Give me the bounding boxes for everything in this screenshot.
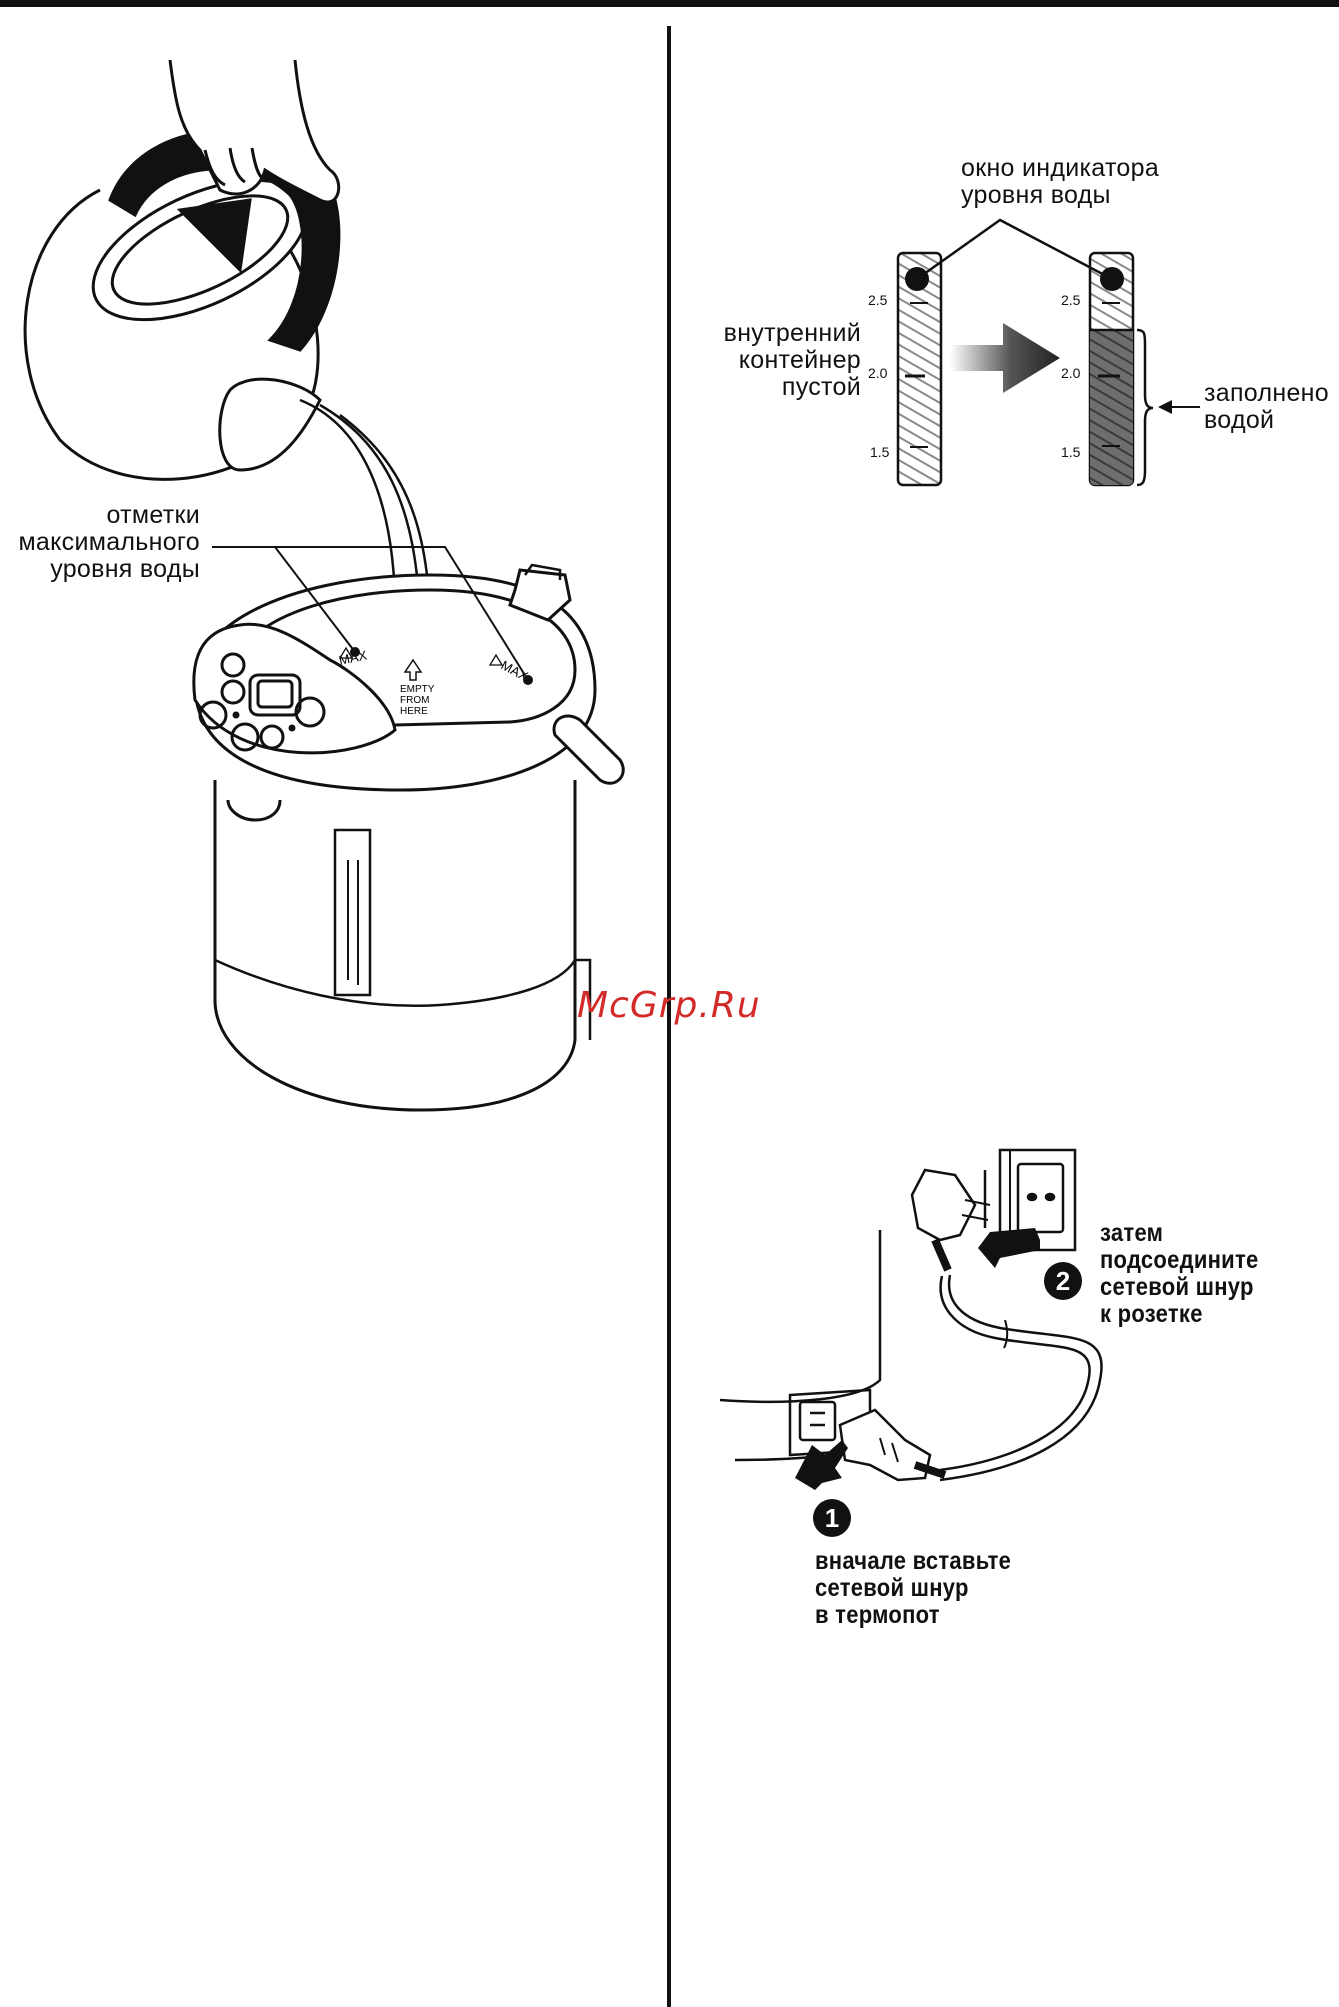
empty-container-label: внутренний контейнер пустой: [680, 320, 861, 401]
filled-label-line2: водой: [1204, 407, 1329, 434]
thermopot-illustration: [194, 565, 623, 1110]
step-2-badge: 2: [1044, 1262, 1082, 1300]
empty-label-line1: внутренний: [680, 320, 861, 347]
tick-label-2-0-right: 2.0: [1061, 366, 1080, 380]
filled-label-line1: заполнено: [1204, 380, 1329, 407]
step-2-line3: сетевой шнур: [1100, 1274, 1259, 1301]
empty-label-line2: контейнер: [680, 347, 861, 374]
plug-illustration: [720, 1150, 1102, 1490]
step-1-line2: сетевой шнур: [815, 1575, 1011, 1602]
filled-water-label: заполнено водой: [1204, 380, 1329, 434]
kettle-illustration: [25, 60, 339, 479]
max-marks-label-line1: отметки: [10, 502, 200, 529]
from-text: FROM: [400, 695, 429, 706]
tick-label-1-5-right: 1.5: [1061, 445, 1080, 459]
indicator-window-label-line2: уровня воды: [961, 182, 1159, 209]
tick-label-1-5-left: 1.5: [870, 445, 889, 459]
here-text: HERE: [400, 706, 428, 717]
step-1-badge: 1: [813, 1499, 851, 1537]
water-level-diagram: [898, 220, 1200, 485]
max-marks-label-line2: максимального: [10, 529, 200, 556]
empty-text: EMPTY: [400, 684, 435, 695]
step-2-line1: затем: [1100, 1220, 1259, 1247]
tick-label-2-5-left: 2.5: [868, 293, 887, 307]
step-2-line2: подсоедините: [1100, 1247, 1259, 1274]
empty-label-line3: пустой: [680, 374, 861, 401]
tick-label-2-5-right: 2.5: [1061, 293, 1080, 307]
step-1-line3: в термопот: [815, 1602, 1011, 1629]
indicator-window-label: окно индикатора уровня воды: [961, 155, 1159, 209]
step-2-line4: к розетке: [1100, 1301, 1259, 1328]
tick-label-2-0-left: 2.0: [868, 366, 887, 380]
step-2-text: затем подсоедините сетевой шнур к розетк…: [1100, 1220, 1259, 1328]
indicator-window-label-line1: окно индикатора: [961, 155, 1159, 182]
step-1-text: вначале вставьте сетевой шнур в термопот: [815, 1548, 1011, 1629]
step-1-line1: вначале вставьте: [815, 1548, 1011, 1575]
watermark: McGrp.Ru: [577, 985, 761, 1026]
right-arrow-icon: [950, 323, 1060, 393]
max-marks-label: отметки максимального уровня воды: [10, 502, 200, 583]
max-marks-label-line3: уровня воды: [10, 556, 200, 583]
